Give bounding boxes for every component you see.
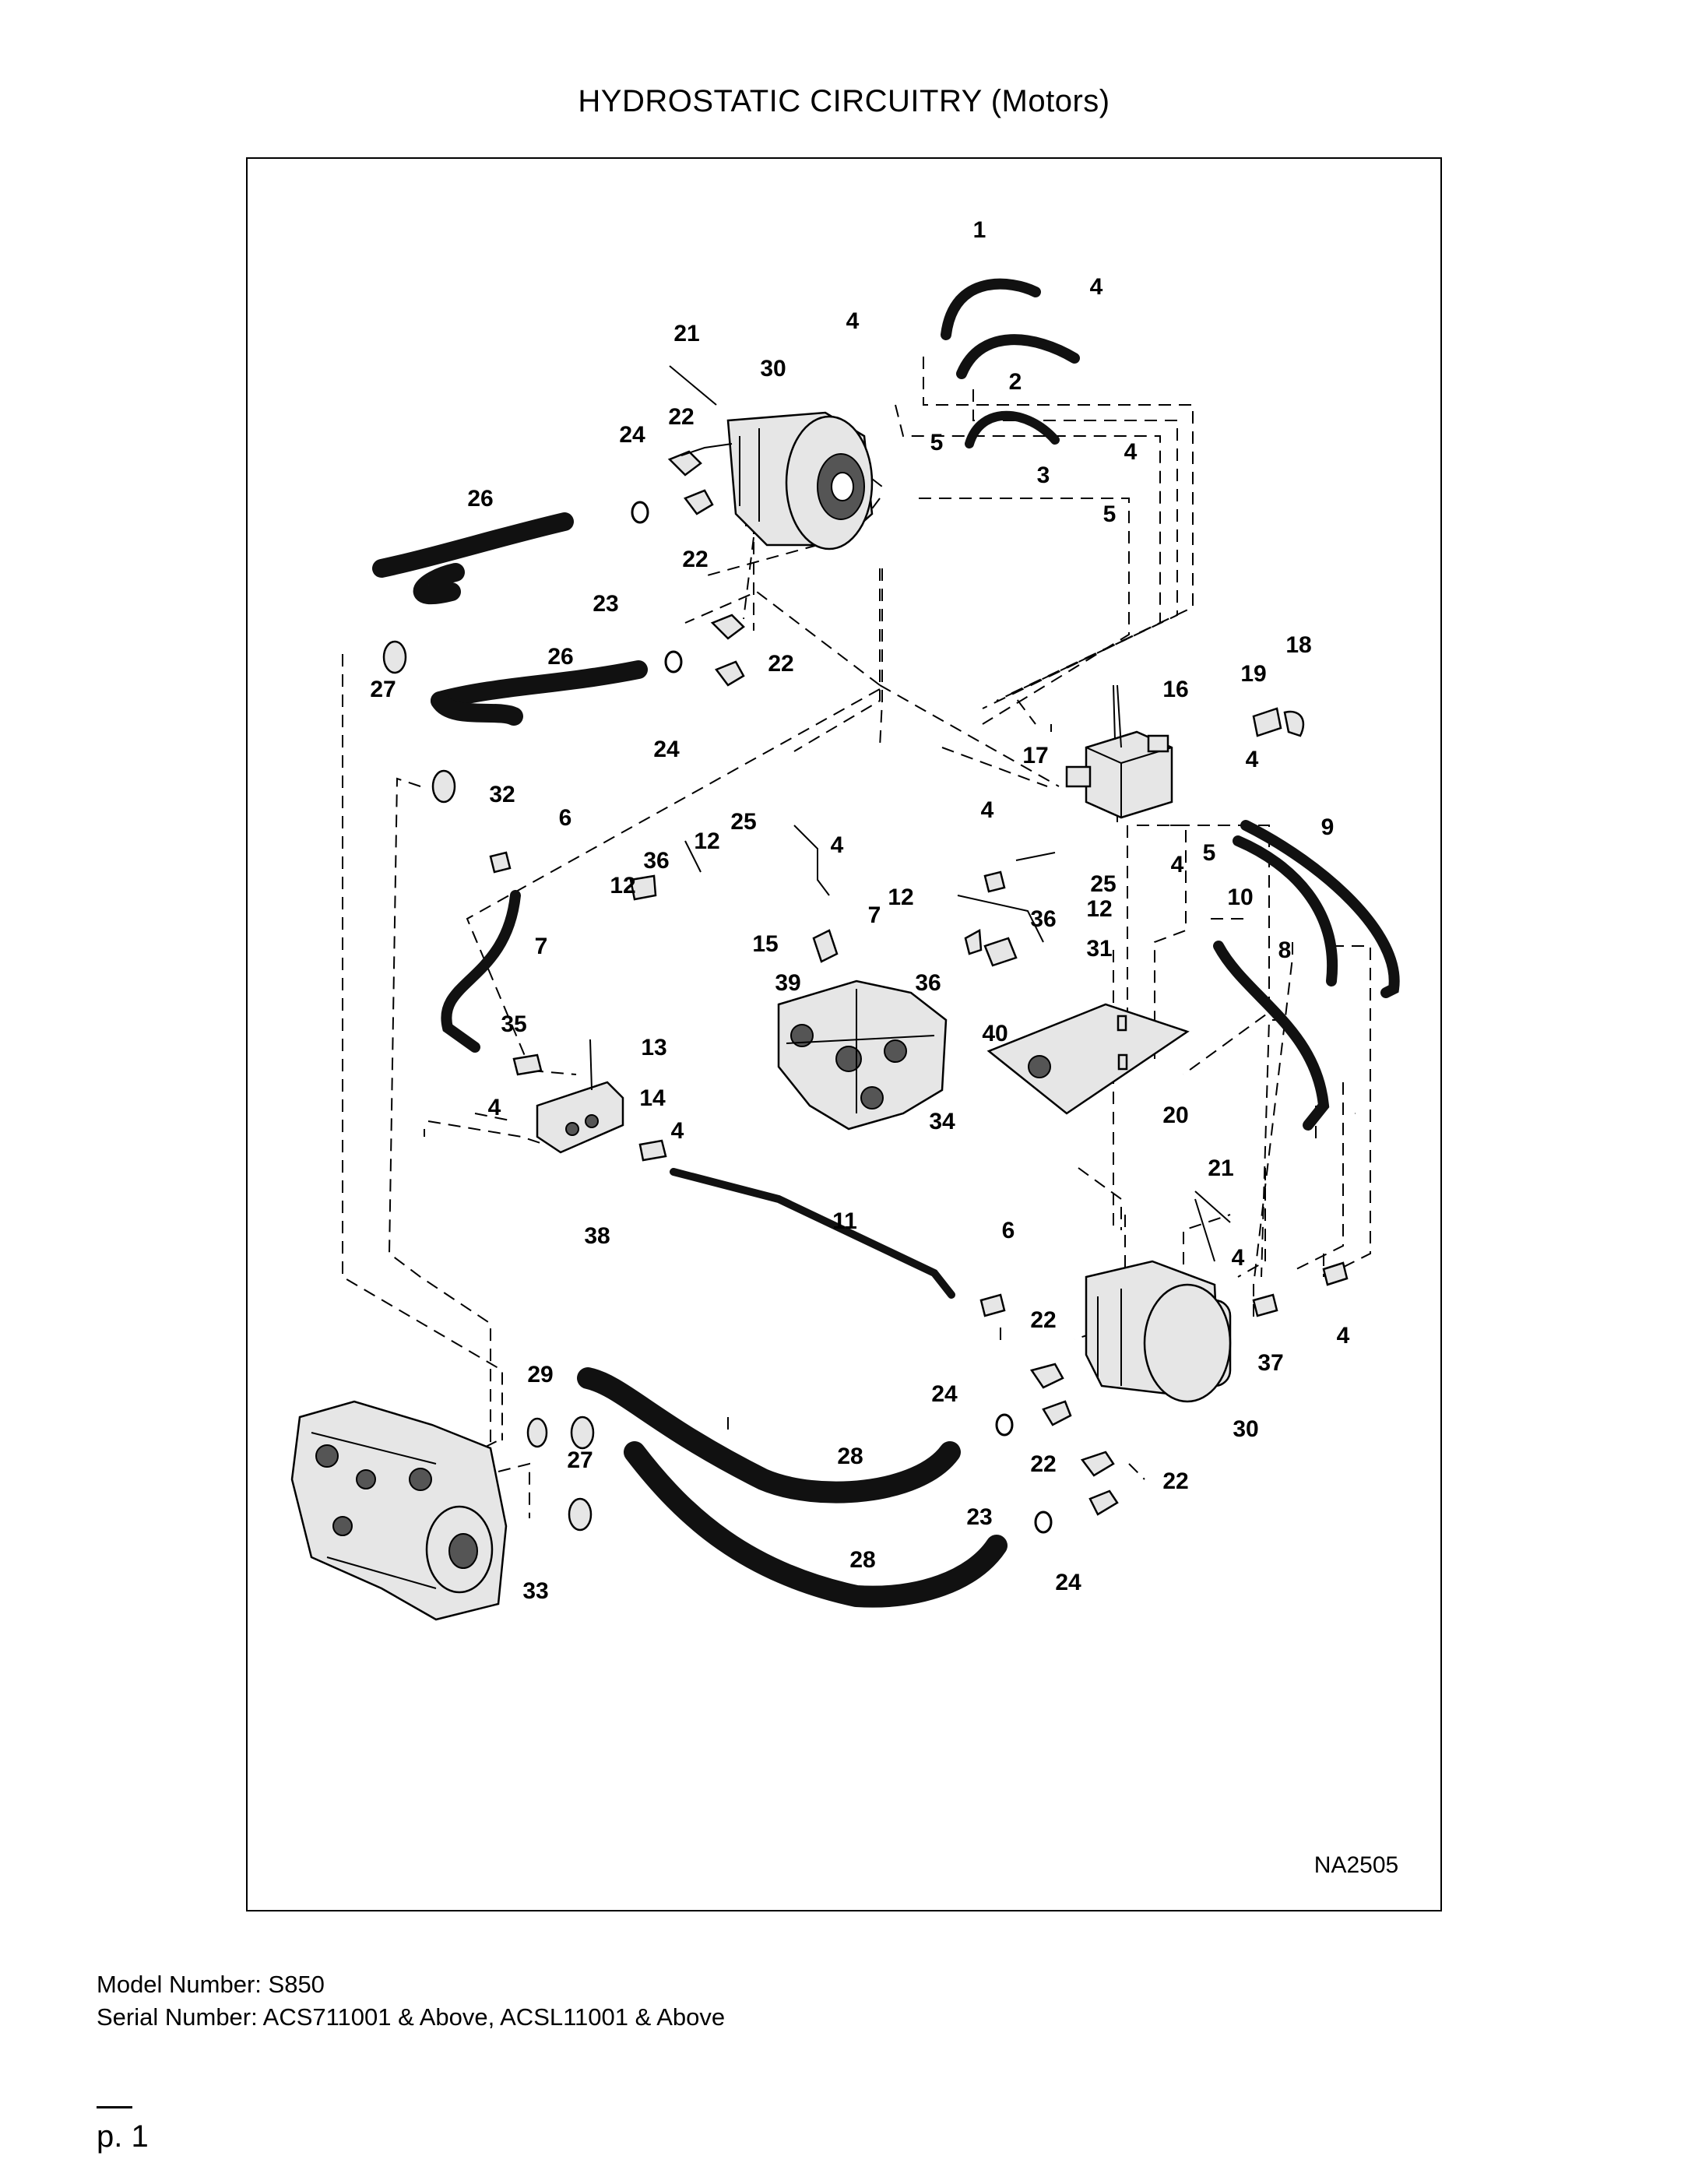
callout-label: 21 (673, 321, 699, 346)
callout-label: 12 (1086, 896, 1112, 922)
callout-label: 12 (888, 885, 913, 910)
callout-label: 34 (929, 1109, 955, 1134)
callout-label: 4 (1090, 274, 1103, 300)
callout-label: 14 (639, 1085, 666, 1111)
upper-drive-motor (726, 411, 874, 550)
callout-label: 22 (668, 404, 694, 430)
callout-label: 24 (1055, 1570, 1081, 1595)
callout-label: 38 (584, 1223, 610, 1249)
callout-label: 26 (467, 486, 493, 512)
callout-label: 36 (643, 848, 669, 874)
callout-label: 30 (1233, 1416, 1258, 1442)
callout-label: 8 (1278, 937, 1292, 963)
callout-label: 15 (752, 931, 778, 957)
callout-label: 5 (1103, 501, 1117, 527)
callout-label: 22 (1030, 1451, 1056, 1477)
charge-pump-assembly (777, 979, 948, 1131)
callout-label: 4 (1171, 852, 1184, 877)
callout-label: 27 (567, 1447, 593, 1473)
page-title: HYDROSTATIC CIRCUITRY (Motors) (578, 84, 1110, 118)
callout-label: 25 (1090, 871, 1116, 897)
callout-label: 7 (535, 934, 548, 959)
callout-label: 4 (981, 797, 994, 823)
callout-label: 28 (837, 1444, 863, 1469)
callout-label: 11 (832, 1208, 857, 1234)
callout-label: 6 (1002, 1218, 1015, 1243)
model-info: Model Number: S850 Serial Number: ACS711… (97, 1968, 725, 2034)
page-rule (97, 2106, 132, 2108)
callout-label: 36 (915, 970, 941, 996)
serial-number: Serial Number: ACS711001 & Above, ACSL11… (97, 2003, 726, 2031)
callout-label: 4 (1246, 747, 1259, 772)
callout-label: 27 (370, 677, 396, 702)
callout-label: 4 (1232, 1245, 1245, 1271)
callout-label: 28 (849, 1547, 875, 1573)
callout-label: 19 (1240, 661, 1266, 687)
callout-label: 4 (831, 832, 844, 858)
callout-label: 39 (775, 970, 800, 996)
callout-label: 31 (1086, 936, 1112, 962)
cover-plate (986, 1003, 1190, 1115)
callout-label: 40 (982, 1021, 1008, 1046)
dashed-routing-lines (342, 357, 1371, 1518)
callout-label: 32 (489, 782, 515, 807)
callout-label: 20 (1162, 1103, 1188, 1128)
callout-label: 13 (641, 1035, 666, 1060)
hoses (372, 278, 1400, 1608)
callout-label: 5 (930, 430, 944, 455)
callout-label: 24 (653, 737, 680, 762)
callout-label: 23 (593, 591, 618, 617)
callout-labels: 1 2 3 4 4 4 4 4 4 4 4 4 4 4 5 5 5 6 6 7 … (370, 217, 1398, 1878)
callout-label: 30 (760, 356, 786, 382)
callout-label: 36 (1030, 906, 1056, 932)
callout-label: 10 (1227, 885, 1253, 910)
valve-block (1065, 730, 1173, 819)
callout-label: 29 (527, 1362, 553, 1387)
callout-label: 35 (501, 1011, 526, 1037)
hydrostatic-pump (290, 1400, 508, 1621)
page-number: p. 1 (97, 2119, 149, 2154)
callout-label: 4 (1337, 1323, 1350, 1349)
callout-label: 4 (846, 308, 860, 334)
callout-label: 12 (610, 873, 635, 899)
callout-label: 33 (522, 1578, 548, 1604)
callout-label: 37 (1257, 1350, 1283, 1376)
callout-label: 22 (1162, 1468, 1188, 1494)
callout-label: 12 (694, 828, 719, 854)
callout-label: 22 (682, 547, 708, 572)
callout-label: 5 (1203, 840, 1216, 866)
callout-label: 24 (931, 1381, 958, 1407)
relief-block (536, 1081, 624, 1154)
callout-label: 1 (973, 217, 986, 243)
callout-label: 9 (1321, 814, 1335, 840)
callout-label: 6 (559, 805, 572, 831)
callout-label: 16 (1162, 677, 1188, 702)
callout-label: 21 (1208, 1155, 1233, 1181)
callout-label: 18 (1285, 632, 1311, 658)
lower-drive-motor (1085, 1260, 1232, 1403)
callout-label: 7 (868, 902, 881, 928)
callout-label: 23 (966, 1504, 992, 1530)
callout-label: 4 (1124, 439, 1138, 465)
callout-label: 22 (1030, 1307, 1056, 1333)
callout-label: 17 (1022, 743, 1048, 768)
callout-label: 24 (619, 422, 645, 448)
fittings (382, 365, 1349, 1534)
callout-label: 22 (768, 651, 793, 677)
callout-label: 3 (1037, 462, 1050, 488)
model-number: Model Number: S850 (97, 1971, 325, 1998)
callout-label: 25 (730, 809, 756, 835)
drawing-code: NA2505 (1314, 1852, 1398, 1878)
callout-label: 26 (547, 644, 573, 670)
diagram-frame (246, 157, 1442, 1911)
callout-label: 2 (1009, 369, 1022, 395)
callout-label: 4 (488, 1095, 501, 1120)
callout-label: 4 (671, 1118, 684, 1144)
